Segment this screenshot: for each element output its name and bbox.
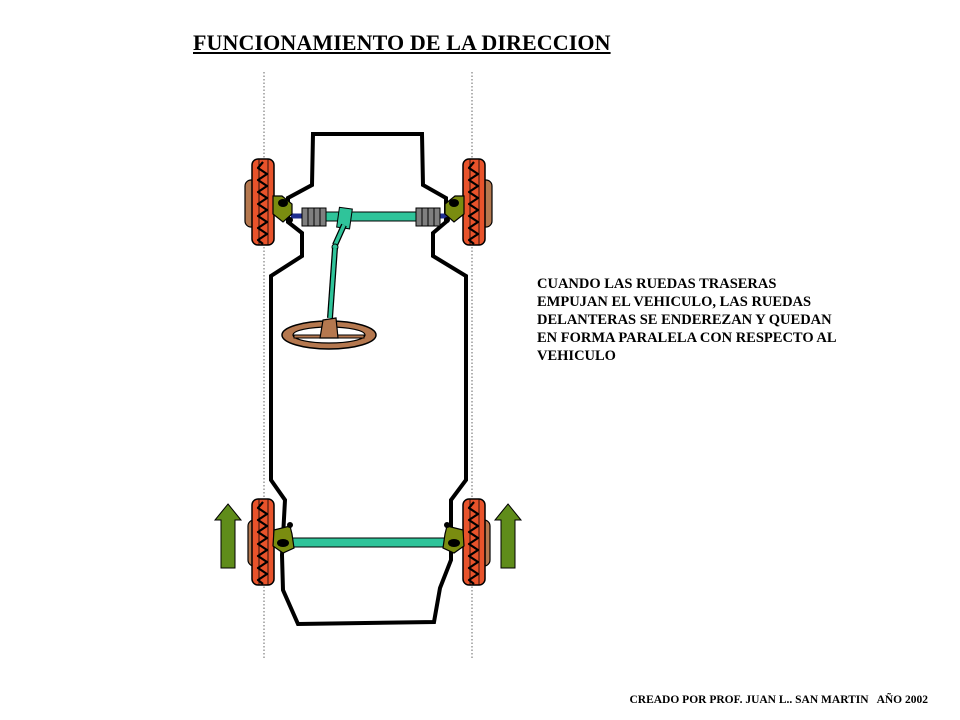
credit-footer: CREADO POR PROF. JUAN L.. SAN MARTIN AÑO … bbox=[629, 694, 928, 706]
page-title: FUNCIONAMIENTO DE LA DIRECCION bbox=[193, 30, 611, 55]
front-left-wheel bbox=[244, 157, 293, 247]
front-right-wheel bbox=[444, 157, 493, 247]
description-text: CUANDO LAS RUEDAS TRASERAS EMPUJAN EL VE… bbox=[537, 275, 897, 365]
rear-right-wheel bbox=[442, 497, 491, 587]
credit-author: CREADO POR PROF. JUAN L.. SAN MARTIN bbox=[629, 694, 869, 706]
rear-tie-rod bbox=[290, 537, 449, 548]
credit-year: AÑO 2002 bbox=[876, 694, 928, 706]
push-arrow-left bbox=[213, 503, 243, 569]
rack-boot-left bbox=[301, 207, 327, 227]
description-line: DELANTERAS SE ENDEREZAN Y QUEDAN bbox=[537, 312, 832, 328]
front-steering-linkage bbox=[291, 206, 448, 319]
rear-left-wheel bbox=[247, 497, 295, 587]
description-line: EN FORMA PARALELA CON RESPECTO AL bbox=[537, 330, 837, 346]
steering-wheel bbox=[281, 317, 377, 350]
push-arrow-right bbox=[493, 503, 523, 569]
description-line: VEHICULO bbox=[537, 348, 616, 364]
description-line: CUANDO LAS RUEDAS TRASERAS bbox=[537, 276, 777, 292]
rack-boot-right bbox=[415, 207, 441, 227]
description-line: EMPUJAN EL VEHICULO, LAS RUEDAS bbox=[537, 294, 812, 310]
